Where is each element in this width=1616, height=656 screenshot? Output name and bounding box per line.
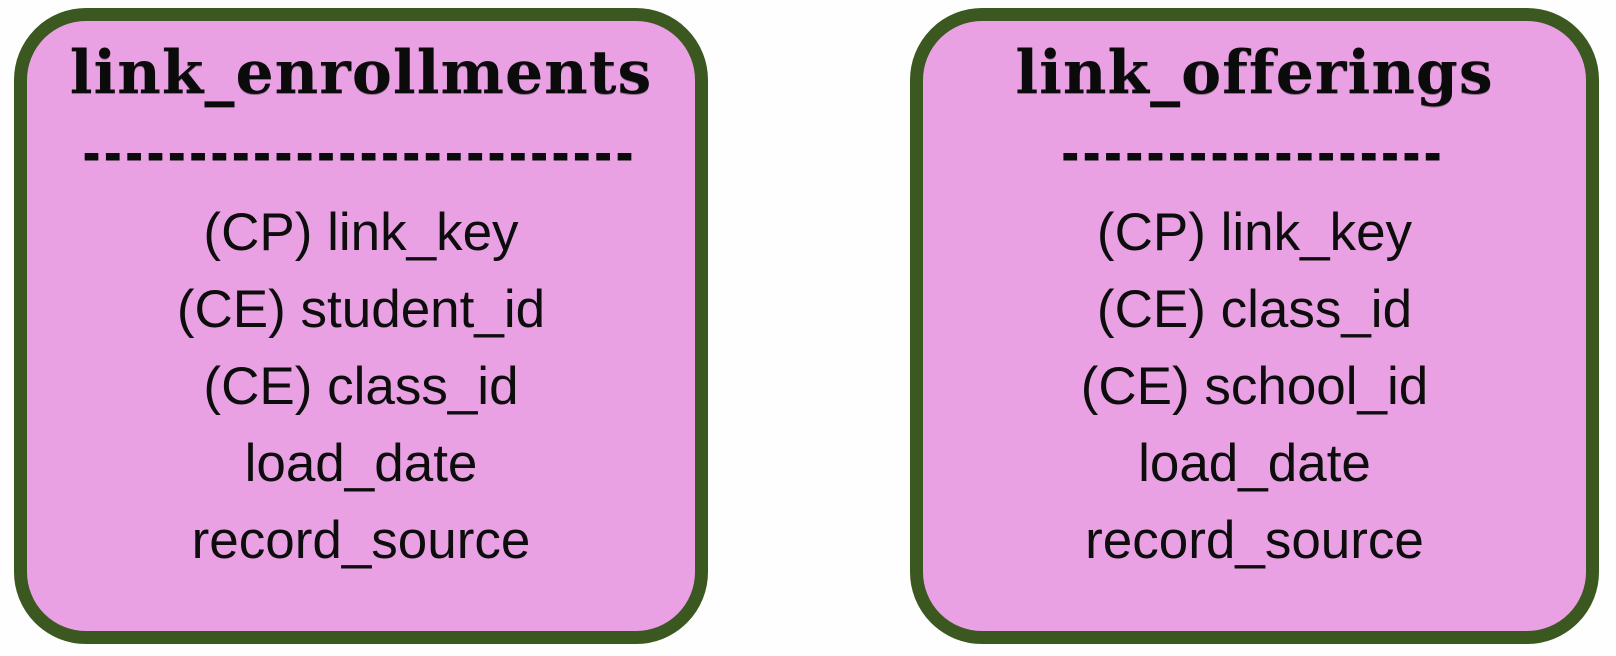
table-separator: --------------------------: [83, 127, 639, 179]
field-record-source: record_source: [1085, 511, 1424, 570]
field-record-source: record_source: [191, 511, 531, 570]
table-title: link_offerings: [1015, 38, 1494, 108]
field-link-key: (CP) link_key: [1096, 203, 1413, 262]
field-class-id: (CE) class_id: [203, 357, 519, 416]
table-node-link-offerings: link_offerings ------------------ (CP) l…: [910, 8, 1599, 644]
table-field-list: (CP) link_key (CE) student_id (CE) class…: [177, 194, 545, 579]
field-school-id: (CE) school_id: [1080, 357, 1429, 416]
table-node-link-enrollments: link_enrollments -----------------------…: [14, 8, 708, 644]
table-field-list: (CP) link_key (CE) class_id (CE) school_…: [1081, 194, 1429, 579]
field-load-date: load_date: [244, 434, 478, 493]
table-separator: ------------------: [1062, 127, 1447, 179]
field-load-date: load_date: [1138, 434, 1371, 493]
field-student-id: (CE) student_id: [176, 280, 546, 339]
table-title: link_enrollments: [69, 38, 653, 108]
field-link-key: (CP) link_key: [203, 203, 519, 262]
field-class-id: (CE) class_id: [1096, 280, 1413, 339]
